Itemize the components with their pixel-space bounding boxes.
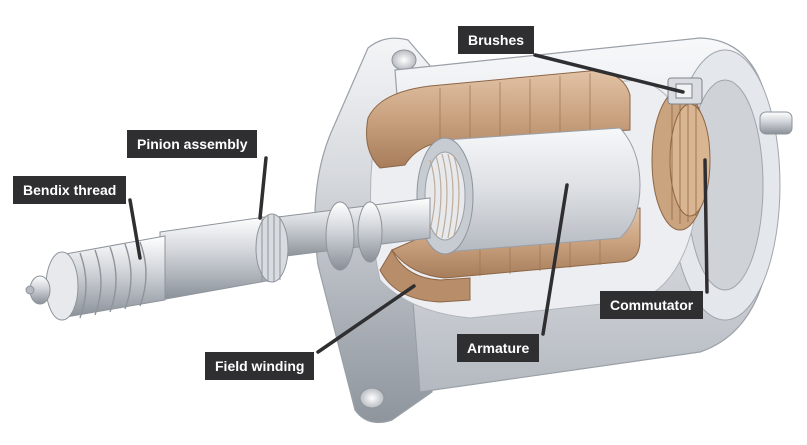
leader-line-bendix-thread [128,198,142,260]
callout-armature: Armature [457,334,540,362]
leader-line-field-winding [316,284,416,354]
leader-line-armature [541,183,569,336]
callout-pinion-assembly: Pinion assembly [127,130,258,158]
leader-line-pinion-assembly [258,156,268,220]
commutator-and-brushes [651,77,711,231]
leader-line-brushes [533,53,685,94]
leader-lines [128,53,709,354]
bendix-drive [25,235,166,321]
pinion-assembly-parts [159,213,289,301]
callout-brushes: Brushes [458,26,535,54]
armature-shaft [269,197,431,271]
leader-line-commutator [703,158,709,294]
callout-field-winding: Field winding [205,352,315,380]
armature-drum [416,127,641,255]
callout-bendix-thread: Bendix thread [13,176,127,204]
callout-commutator: Commutator [600,291,704,319]
